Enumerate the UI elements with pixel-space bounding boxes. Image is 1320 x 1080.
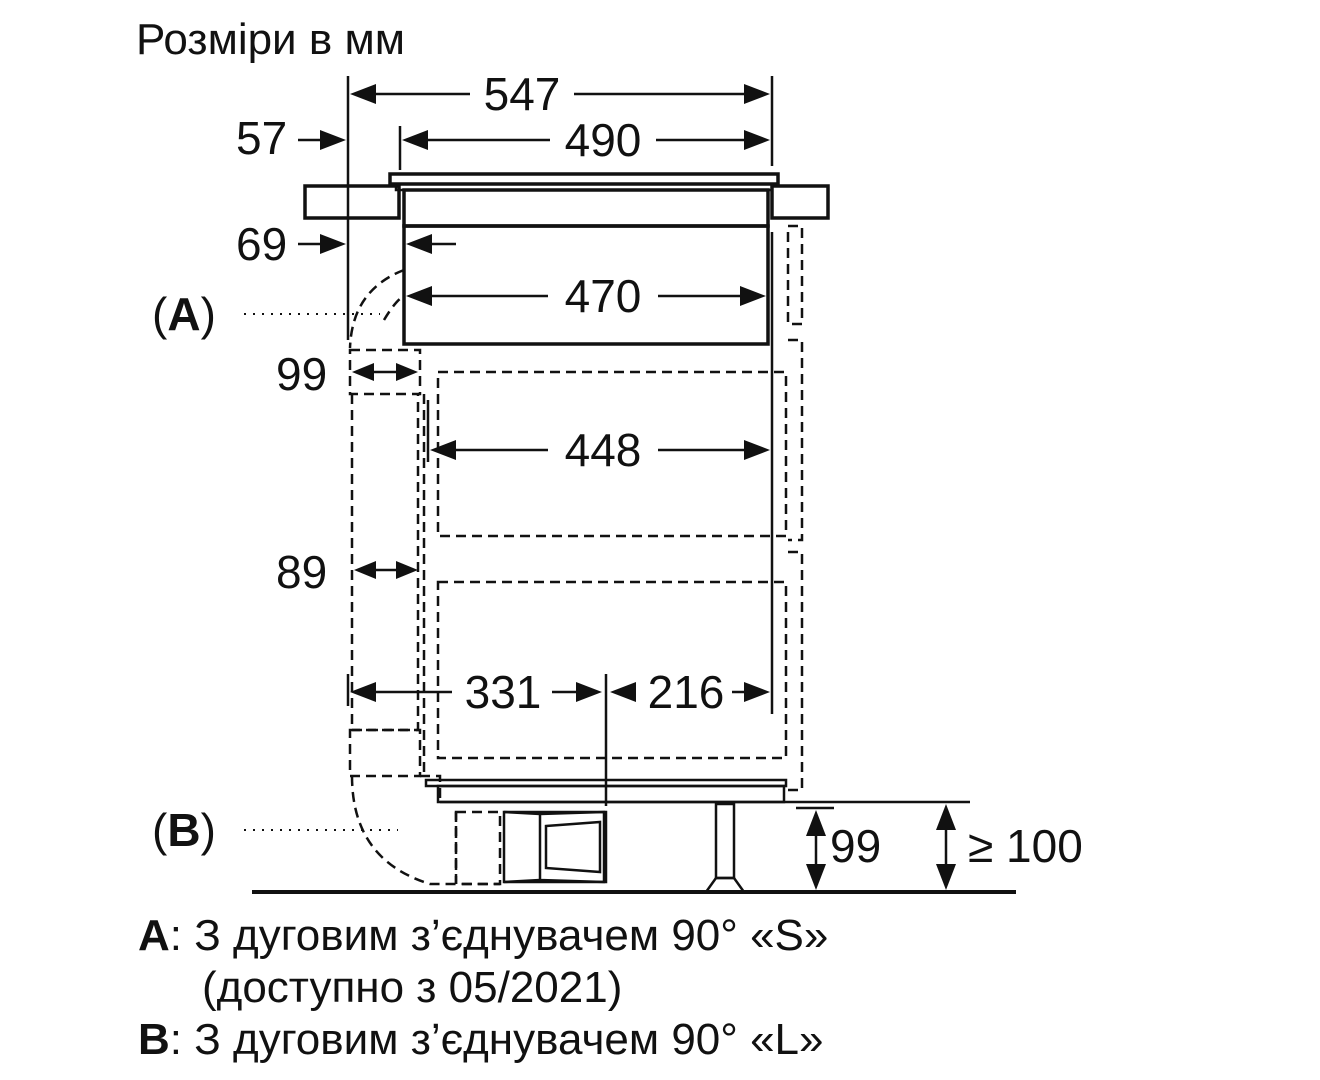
dimension-331-label: 331 bbox=[465, 666, 542, 718]
hob-glass-top bbox=[388, 172, 780, 192]
dimension-99-duct: 99 bbox=[276, 348, 418, 400]
dimension-69-label: 69 bbox=[236, 218, 287, 270]
dimension-min-100-label: ≥ 100 bbox=[968, 820, 1083, 872]
cabinet-foot bbox=[703, 802, 747, 894]
dimension-331: 331 bbox=[346, 666, 602, 718]
dimension-490: 490 bbox=[398, 114, 770, 170]
dimension-216-label: 216 bbox=[648, 666, 725, 718]
dimension-547-label: 547 bbox=[484, 68, 561, 120]
cabinet-side-panel bbox=[770, 224, 804, 792]
dimension-470: 470 bbox=[406, 270, 766, 322]
dimension-89: 89 bbox=[276, 546, 418, 598]
dimension-216: 216 bbox=[610, 666, 770, 718]
dimension-99-plinth-label: 99 bbox=[830, 820, 881, 872]
dimension-69: 69 bbox=[236, 218, 456, 270]
worktop bbox=[303, 184, 830, 220]
duct-outlet bbox=[502, 810, 608, 884]
legend-item-B: B: З дуговим з’єднувачем 90° «L» bbox=[138, 1015, 824, 1064]
drawer-lower bbox=[436, 580, 788, 760]
label-B: (B) bbox=[152, 804, 398, 856]
dimension-448-label: 448 bbox=[565, 424, 642, 476]
svg-text:(A): (A) bbox=[152, 288, 216, 340]
legend-item-A-note: (доступно з 05/2021) bbox=[202, 963, 622, 1012]
legend: A: З дуговим з’єднувачем 90° «S» (доступ… bbox=[138, 911, 828, 1064]
dimension-99-duct-label: 99 bbox=[276, 348, 327, 400]
dimension-99-plinth: 99 bbox=[796, 806, 881, 890]
label-A: (A) bbox=[152, 288, 380, 340]
dimension-min-100: ≥ 100 bbox=[936, 804, 1083, 890]
dimension-470-label: 470 bbox=[565, 270, 642, 322]
svg-text:(B): (B) bbox=[152, 804, 216, 856]
plinth-base bbox=[424, 778, 970, 804]
dimension-547: 547 bbox=[346, 68, 774, 340]
dimension-57-label: 57 bbox=[236, 112, 287, 164]
air-duct bbox=[348, 268, 502, 886]
legend-item-A: A: З дуговим з’єднувачем 90° «S» bbox=[138, 911, 828, 960]
diagram-title: Розміри в мм bbox=[136, 15, 405, 64]
dimension-57: 57 bbox=[236, 112, 346, 164]
dimension-490-label: 490 bbox=[565, 114, 642, 166]
dimension-448: 448 bbox=[426, 400, 770, 476]
hob-body bbox=[402, 188, 770, 346]
dimension-89-label: 89 bbox=[276, 546, 327, 598]
